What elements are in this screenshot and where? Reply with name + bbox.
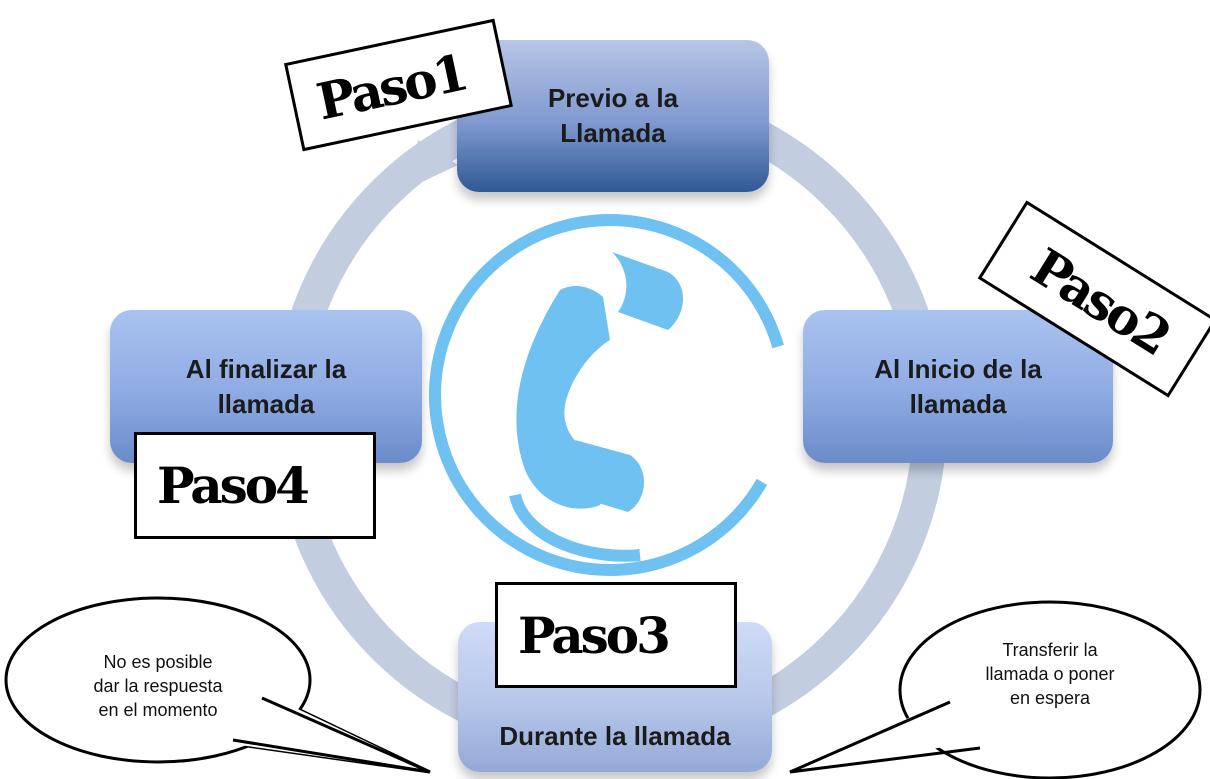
- paso-label-3: Paso3: [495, 582, 737, 688]
- callout-left-bubble: [4, 596, 431, 774]
- step-node-inicio: Al Inicio de la llamada: [803, 310, 1113, 463]
- step-node-previo: Previo a la Llamada: [457, 40, 769, 192]
- step-node-label: Previo a la Llamada: [547, 83, 679, 148]
- step-node-label: Al finalizar la llamada: [185, 353, 347, 419]
- step-node-label: Durante la llamada: [499, 721, 731, 751]
- cycle-arrowhead: [405, 140, 458, 190]
- callout-right-text: Transferir la llamada o poner en espera: [985, 640, 1115, 708]
- callout-right-bubble: [789, 600, 1202, 779]
- phone-handset-icon: [429, 214, 792, 576]
- step-node-label: Al Inicio de la llamada: [874, 353, 1042, 419]
- callout-left-text: No es posible dar la respuesta en el mom…: [93, 652, 223, 720]
- paso-label-4: Paso4: [134, 432, 376, 539]
